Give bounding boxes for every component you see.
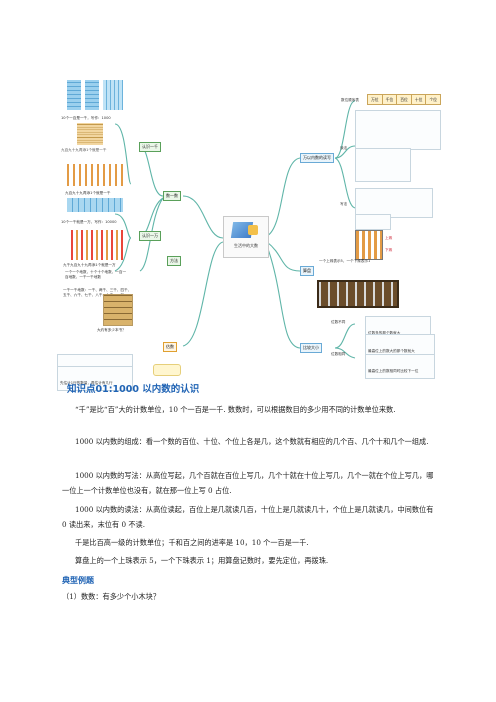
branch-method: 方法 <box>167 256 181 266</box>
bookshelf-illustration <box>103 294 133 326</box>
center-label: 生活中的大数 <box>234 243 258 248</box>
mind-map: 生活中的大数 数一数 估数 认识一千 认识一万 方法 万以内数的读写 算盘 比较… <box>55 66 441 391</box>
paragraph-4: 1000 以内数的读法：从高位读起，百位上是几就读几百，十位上是几就读几十，个位… <box>62 505 434 530</box>
question-1: （1）数数：有多少个小木块？ <box>62 592 161 601</box>
place-header: 千位 <box>383 95 398 104</box>
branch-compare: 比较大小 <box>300 343 322 353</box>
paragraph-6: 算盘上的一个上珠表示 5，一个下珠表示 1；用算盘记数时，要先定位，再拨珠. <box>75 556 329 565</box>
caption-2: 九百九十九再添1个就是一千 <box>65 191 111 195</box>
place-header: 十位 <box>412 95 427 104</box>
write-label: 写法 <box>340 202 348 206</box>
abacus-note: 一个上珠表示5，一个下珠表示1 <box>319 259 371 263</box>
place-header: 万位 <box>368 95 383 104</box>
place-header: 个位 <box>429 97 437 102</box>
compare-note-3: 最高位上的数相同时比较下一位 <box>365 354 435 379</box>
caption-3: 10个一千就是一万，写作：10000 <box>61 220 117 224</box>
branch-read-write: 万以内数的读写 <box>300 153 334 163</box>
example-heading: 典型例题 <box>62 576 94 585</box>
compare-label-1: 位数不同 <box>331 320 346 324</box>
place-header: 百位 <box>397 95 412 104</box>
caption-4: 九千九百九十九再添1个就是一万 <box>63 263 116 267</box>
branch-count: 数一数 <box>163 191 181 201</box>
abacus-top-label: 上珠 <box>385 236 393 240</box>
abacus-small <box>355 230 383 260</box>
read-rules-note <box>355 110 441 150</box>
cube-blocks-illustration <box>67 76 127 114</box>
read-label: 读法 <box>340 146 348 150</box>
caption-grid: 九百九十九再添1个就是一千 <box>61 148 107 152</box>
paragraph-5: 千是比百高一级的计数单位；千和百之间的进率是 10，10 个一百是一千. <box>75 538 309 547</box>
center-illustration-2 <box>248 225 258 235</box>
branch-know-ten-thousand: 认识一万 <box>139 231 161 241</box>
place-value-table: 万位 千位 百位 十位 个位 <box>367 94 441 105</box>
count-sequence-text: 一千一千地数：一千、两千、三千、四千、五千、六千、七千、八千、九千、一万 <box>63 288 132 297</box>
counting-rods-1 <box>67 164 123 186</box>
estimate-note-2: 先估计1行的数量，再估计有几行 <box>57 366 133 391</box>
paragraph-3: 1000 以内数的写法：从高位写起，几个百就在百位上写几，几个十就在十位上写几，… <box>62 471 434 496</box>
abacus-large <box>317 280 399 308</box>
write-rules-note <box>355 188 433 218</box>
counting-rods-2 <box>71 230 123 260</box>
mind-map-links <box>114 100 356 359</box>
branch-abacus: 算盘 <box>300 266 314 276</box>
grid-illustration <box>77 123 103 145</box>
paragraph-2: 1000 以内数的组成：看一个数的百位、十位、个位上各是几，这个数就有相应的几个… <box>75 437 429 446</box>
center-node: 生活中的大数 <box>223 216 269 258</box>
branch-know-thousand: 认识一千 <box>139 142 161 152</box>
paragraph-1: “千”是比“百”大的计数单位，10 个一百是一千. 数数时，可以根据数目的多少用… <box>75 405 396 414</box>
write-example-note <box>355 214 391 230</box>
caption-1: 10个一百是一千，写作：1000 <box>61 116 111 120</box>
section-title: 知识点01:1000 以内数的认识 <box>67 384 200 395</box>
abacus-digits-note <box>355 148 411 182</box>
place-table-title: 数位顺序表 <box>341 98 359 102</box>
count-units-text: 一个一个地数，十个十个地数，一百一百地数，一千一千地数 <box>65 270 127 279</box>
estimate-question: 大约有多少本书？ <box>97 328 126 332</box>
branch-estimate: 估数 <box>163 342 177 352</box>
estimate-bubble <box>153 364 181 376</box>
compare-label-2: 位数相同 <box>331 352 346 356</box>
blocks-row <box>67 198 123 212</box>
abacus-bottom-label: 下珠 <box>385 248 393 252</box>
